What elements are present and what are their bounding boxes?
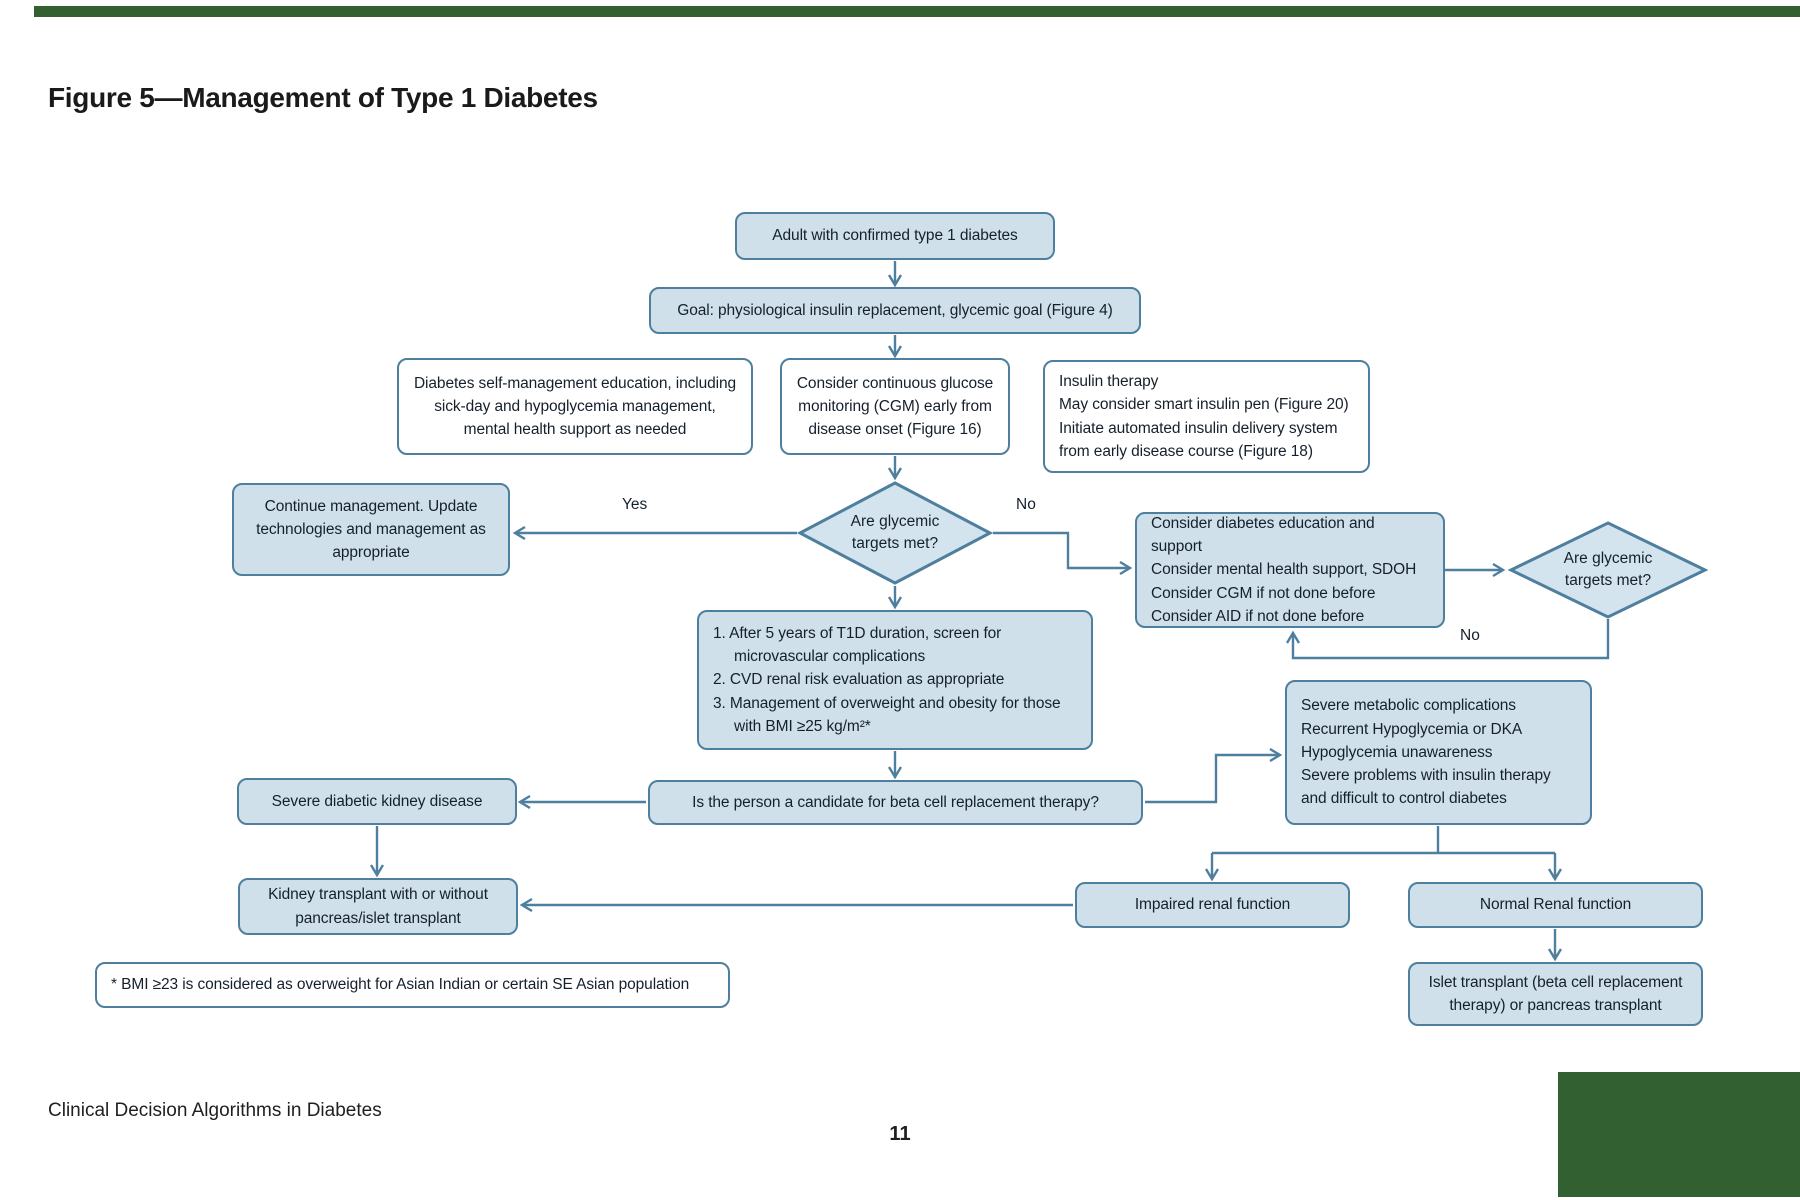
node-consider-cgm: Consider continuous glucose monitoring (… [780,358,1010,455]
decision-glycemic-targets-1: Are glycemic targets met? [797,481,993,585]
figure-title: Figure 5—Management of Type 1 Diabetes [48,82,598,113]
edge-label-no-2: No [1460,627,1480,644]
node-normal-renal-function: Normal Renal function [1408,882,1703,928]
node-adult-confirmed-t1d: Adult with confirmed type 1 diabetes [735,212,1055,260]
node-severe-diabetic-kidney-disease: Severe diabetic kidney disease [237,778,517,825]
decision-glycemic-targets-2: Are glycemic targets met? [1508,521,1708,619]
node-consider-education-support: Consider diabetes education and support … [1135,512,1445,628]
node-islet-transplant: Islet transplant (beta cell replacement … [1408,962,1703,1026]
node-self-management-education: Diabetes self-management education, incl… [397,358,753,455]
node-severe-metabolic-complications: Severe metabolic complications Recurrent… [1285,680,1592,825]
node-goal-insulin-replacement: Goal: physiological insulin replacement,… [649,287,1141,334]
page-number: 11 [889,1123,911,1145]
arrow-decision1-no-to-consider [993,531,1129,568]
arrow-beta-to-severe-complications [1145,755,1279,804]
edge-label-no-1: No [1016,496,1036,513]
node-screening-complications: 1. After 5 years of T1D duration, screen… [697,610,1093,750]
node-insulin-therapy: Insulin therapy May consider smart insul… [1043,360,1370,473]
top-accent-bar [34,6,1800,17]
edge-label-yes: Yes [622,496,648,513]
footer-document-title: Clinical Decision Algorithms in Diabetes [48,1100,382,1121]
bottom-right-accent-block [1558,1072,1800,1197]
node-beta-cell-replacement-question: Is the person a candidate for beta cell … [648,780,1143,825]
diamond-shape [797,481,993,585]
node-continue-management: Continue management. Update technologies… [232,483,510,576]
diamond-shape [1508,521,1708,619]
node-impaired-renal-function: Impaired renal function [1075,882,1350,928]
node-kidney-transplant: Kidney transplant with or without pancre… [238,878,518,935]
footnote-box: * BMI ≥23 is considered as overweight fo… [95,962,730,1008]
